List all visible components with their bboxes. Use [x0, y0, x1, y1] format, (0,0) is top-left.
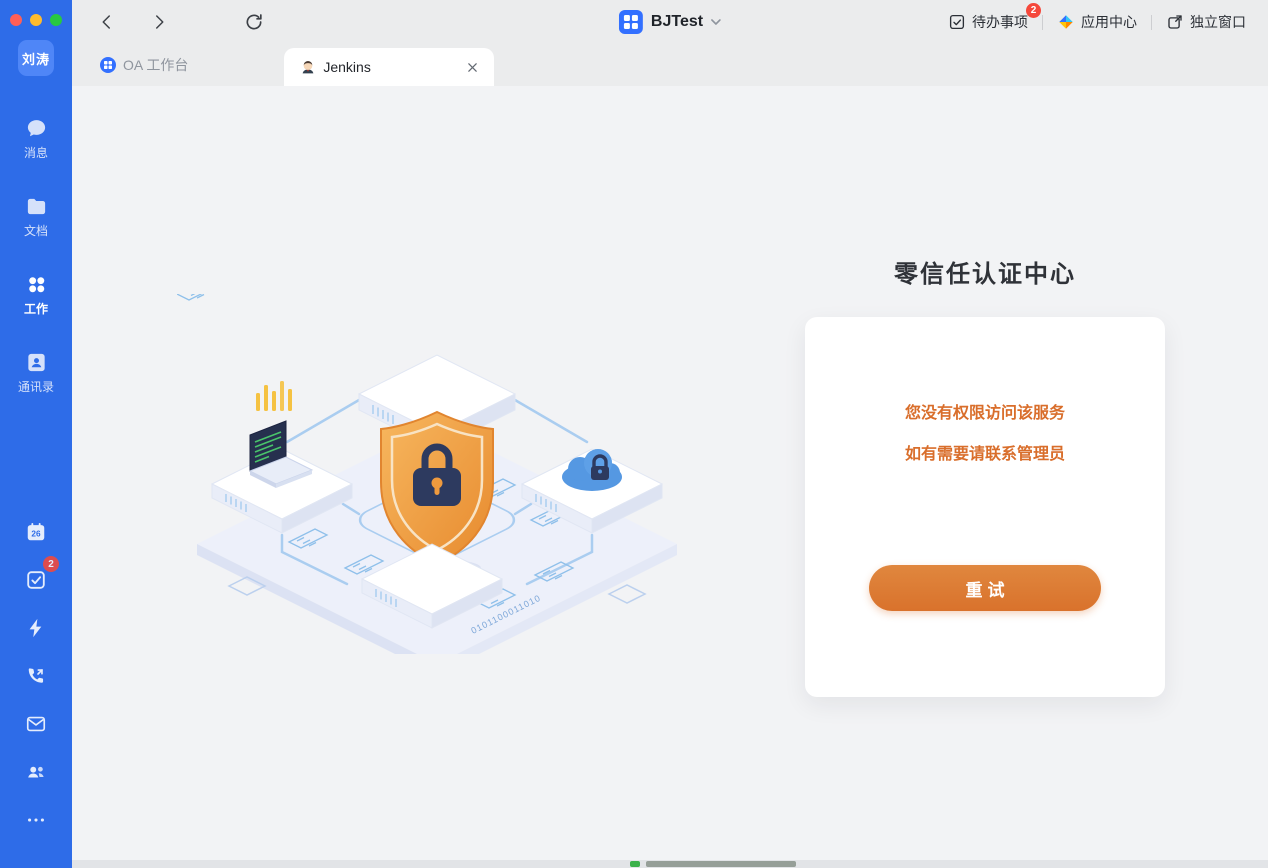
sidebar-item-label: 文档 — [23, 224, 48, 238]
divider — [1151, 14, 1152, 30]
calendar-icon: 26 — [27, 523, 45, 541]
chevron-left-icon — [102, 15, 110, 29]
app-center-label: 应用中心 — [1081, 14, 1137, 30]
retry-button[interactable]: 重试 — [869, 565, 1101, 611]
topbar: BJTest 待办事项 2 应用中心 独立窗口 — [72, 0, 1268, 44]
app-title-dropdown[interactable]: BJTest — [618, 10, 721, 34]
sidebar-item-work[interactable]: 工作 — [0, 256, 72, 334]
error-message-line1: 您没有权限访问该服务 — [904, 405, 1065, 422]
page-title: 零信任认证中心 — [894, 261, 1076, 288]
divider — [1042, 14, 1043, 30]
background-window-text-streak — [646, 861, 796, 867]
traffic-lights — [10, 14, 62, 26]
app-center-button[interactable]: 应用中心 — [1057, 12, 1137, 32]
sidebar-item-messages[interactable]: 消息 — [0, 100, 72, 178]
tab-strip: OA 工作台 Jenkins — [72, 44, 1268, 86]
workbench-icon — [25, 273, 48, 296]
separate-window-button[interactable]: 独立窗口 — [1166, 12, 1246, 32]
error-message-line2: 如有需要请联系管理员 — [904, 446, 1065, 463]
sidebar-nav: 消息 文档 工作 通讯录 — [0, 100, 72, 412]
separate-window-label: 独立窗口 — [1190, 14, 1246, 30]
avatar[interactable]: 刘涛 — [18, 40, 54, 76]
tab-label: OA 工作台 — [123, 57, 189, 73]
tab-label: Jenkins — [323, 59, 371, 75]
todo-badge: 2 — [1026, 3, 1041, 18]
todo-label: 待办事项 — [972, 14, 1028, 30]
background-window-sliver — [72, 860, 1268, 868]
todo-check-icon — [949, 14, 965, 30]
tab-oa-workbench[interactable]: OA 工作台 — [100, 44, 188, 86]
more-icon — [28, 818, 44, 822]
main-content: 0101100011010 零信任认证中心 您没有权限访问该服务 如有需要请联系… — [72, 86, 1268, 868]
community-button[interactable] — [0, 748, 72, 796]
automation-button[interactable] — [0, 604, 72, 652]
jenkins-icon — [303, 61, 314, 74]
forward-button[interactable] — [148, 11, 170, 33]
back-button[interactable] — [96, 11, 118, 33]
tasks-button[interactable]: 2 — [0, 556, 72, 604]
people-group-icon — [28, 766, 44, 778]
history-buttons — [96, 10, 266, 34]
mail-icon — [26, 716, 46, 732]
sidebar: 刘涛 消息 文档 工作 — [0, 0, 72, 868]
app-title: BJTest — [650, 13, 704, 30]
calendar-button[interactable]: 26 — [0, 508, 72, 556]
lightning-icon — [29, 618, 42, 638]
refresh-button[interactable] — [242, 10, 266, 34]
tasks-icon — [27, 571, 45, 589]
auth-card: 您没有权限访问该服务 如有需要请联系管理员 重试 — [805, 317, 1165, 697]
chevron-down-icon — [711, 19, 721, 25]
topbar-actions: 待办事项 2 应用中心 独立窗口 — [948, 3, 1246, 32]
minimize-button[interactable] — [30, 14, 42, 26]
calls-button[interactable] — [0, 652, 72, 700]
phone-icon — [28, 668, 44, 683]
maximize-button[interactable] — [50, 14, 62, 26]
more-button[interactable] — [0, 796, 72, 844]
tab-jenkins[interactable]: Jenkins — [284, 48, 495, 86]
close-icon[interactable] — [463, 58, 482, 77]
close-button[interactable] — [10, 14, 22, 26]
tasks-badge: 2 — [43, 556, 59, 572]
refresh-icon — [246, 14, 262, 30]
sidebar-item-docs[interactable]: 文档 — [0, 178, 72, 256]
chevron-right-icon — [156, 15, 164, 29]
todo-button[interactable]: 待办事项 2 — [948, 3, 1041, 32]
workspace-grid-icon — [618, 10, 643, 34]
sidebar-item-contacts[interactable]: 通讯录 — [0, 334, 72, 412]
grid-icon — [100, 57, 116, 73]
sidebar-item-label: 工作 — [23, 302, 48, 316]
calendar-date: 26 — [31, 529, 41, 538]
chat-icon — [25, 117, 48, 140]
mail-button[interactable] — [0, 700, 72, 748]
background-window-green-icon — [630, 861, 640, 867]
separate-window-icon — [1168, 15, 1182, 29]
zero-trust-illustration: 0101100011010 — [175, 280, 697, 675]
app-center-icon — [1059, 15, 1073, 29]
sidebar-tools: 26 2 — [0, 508, 72, 844]
sidebar-item-label: 消息 — [23, 146, 48, 160]
sidebar-item-label: 通讯录 — [17, 380, 54, 394]
folder-icon — [25, 195, 48, 218]
contacts-icon — [25, 351, 48, 374]
